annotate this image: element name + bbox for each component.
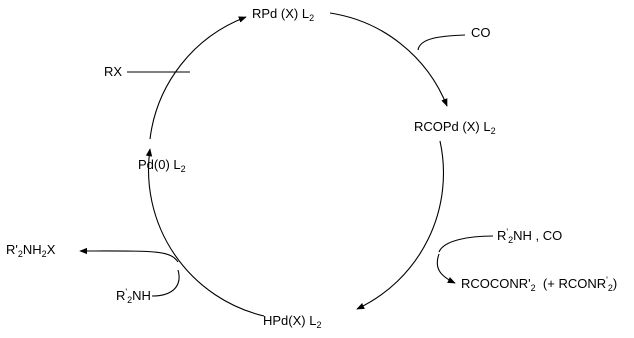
label-rpd-x-l2: RPd (X) L2 [252,6,315,23]
cycle-arc-top-right [329,12,448,107]
label-product-b-open: (+ RCONR [542,276,607,291]
label-product-b-sub: 2 [607,283,613,293]
label-amine-bottom-sub: 2 [127,295,133,305]
label-salt-mid: NH [22,242,42,257]
label-salt-sub2: 2 [41,249,47,259]
label-product-b-prime: ' [606,275,608,285]
label-rx-text: RX [104,64,123,79]
label-product-a-sub: 2 [530,283,536,293]
label-product-a-main: RCOCONR' [461,276,531,291]
label-amine-co-r: R [497,228,507,243]
label-rcopd-sub: 2 [490,126,496,136]
product-release-arrow [436,253,456,284]
cycle-arc-left-top [149,16,247,140]
label-amine-co-prime: ' [506,227,509,237]
label-pd0-sub: 2 [180,164,186,174]
label-rx: RX [104,64,122,80]
label-rcopd-x-l2: RCOPd (X) L2 [414,119,496,136]
label-co-top-text: CO [471,25,491,40]
label-salt: R'2NH2X [6,242,56,259]
label-hpd-main: HPd(X) L [263,313,317,328]
label-amine-bottom: R'2NH [116,287,151,305]
salt-release-arrow [79,247,179,263]
amine-bottom-feed-curve [151,269,180,297]
label-co-top: CO [471,25,491,41]
label-pd0-l2: Pd(0) L2 [138,157,186,174]
cycle-arc-bottom-left [145,148,265,317]
label-rpd-main: RPd (X) L [252,6,310,21]
label-products: RCOCONR'2 (+ RCONR'2) [461,275,618,293]
label-hpd-x-l2: HPd(X) L2 [263,313,322,330]
label-amine-bottom-r: R [116,288,126,303]
label-amine-bottom-rest: NH [132,288,151,303]
amine-co-feed-curve [438,235,494,253]
label-rpd-sub: 2 [309,13,315,23]
co-feed-curve [417,34,466,51]
cycle-arc-right-bottom [356,140,445,310]
label-pd0-main: Pd(0) L [138,157,181,172]
label-salt-end: X [46,242,56,257]
label-salt-sub1: 2 [17,249,23,259]
label-product-b-close: ) [612,276,618,291]
label-rcopd-main: RCOPd (X) L [414,119,491,134]
label-salt-r: R' [6,242,18,257]
label-amine-bottom-prime: ' [125,287,128,297]
label-amine-co-sub: 2 [508,235,514,245]
label-amine-co-rest: NH , CO [513,228,563,243]
label-amine-co: R'2NH , CO [497,227,563,245]
label-hpd-sub: 2 [316,320,322,330]
